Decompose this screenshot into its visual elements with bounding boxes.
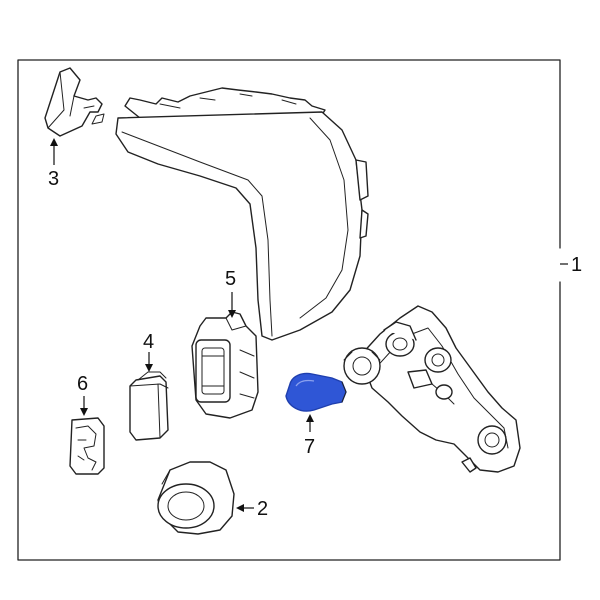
callout-3: 3 [48, 168, 59, 190]
part-6-clip[interactable] [69, 417, 105, 475]
callout-7: 7 [304, 436, 315, 458]
callout-1: 1 [571, 254, 582, 276]
socket-assembly[interactable] [343, 305, 521, 473]
leader-lines [50, 138, 568, 512]
diagram-frame [17, 59, 561, 561]
callout-5: 5 [225, 268, 236, 290]
part-7-bulb[interactable] [285, 372, 347, 412]
part-1-lamp-housing[interactable] [115, 87, 369, 341]
part-2-bushing[interactable] [157, 461, 235, 535]
callout-2: 2 [257, 498, 268, 520]
part-3-bracket[interactable] [44, 67, 105, 137]
bulb-glass[interactable] [285, 372, 347, 412]
part-4-cap[interactable] [129, 371, 169, 441]
callout-4: 4 [143, 331, 154, 353]
part-5-connector[interactable] [191, 311, 259, 419]
callout-6: 6 [77, 373, 88, 395]
